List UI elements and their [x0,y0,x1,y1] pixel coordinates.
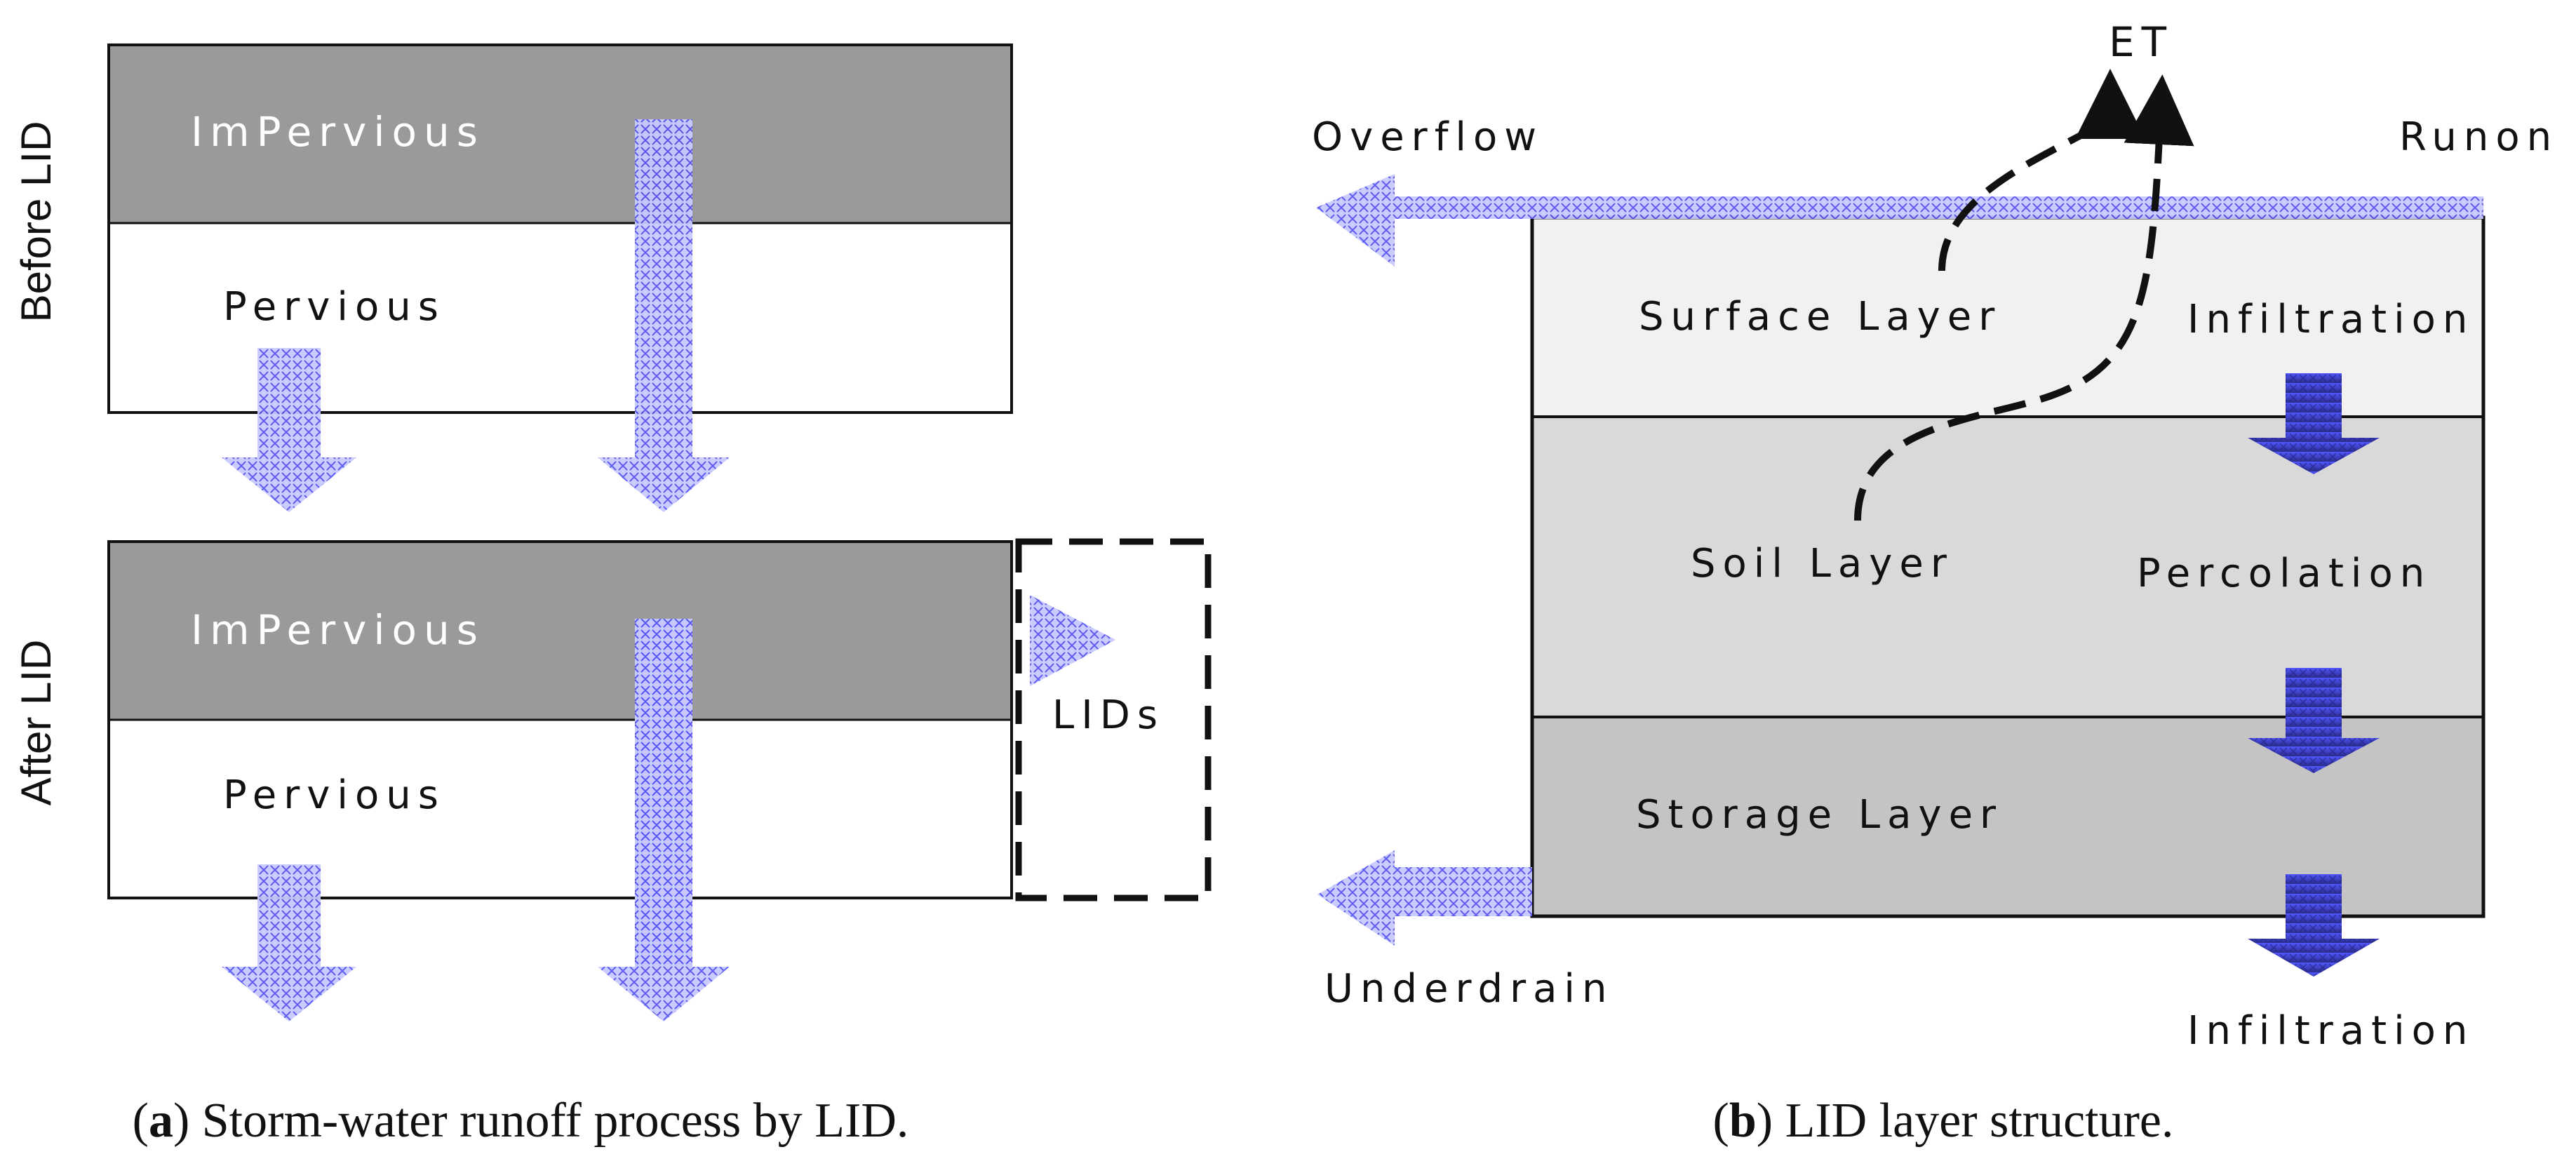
caption-a: (a) Storm-water runoff process by LID. [133,1094,909,1148]
infiltration-top-arrow [2248,373,2380,474]
infiltration-bottom-arrow [2248,874,2380,977]
et-curve-from-surface [1938,69,2145,272]
underdrain-label: Underdrain [1324,966,1614,1012]
percolation-arrow [2248,668,2380,773]
after-impervious-runoff-arrow [598,619,730,1021]
overflow-arrow [1316,174,2483,267]
before-impervious-label: ImPervious [191,108,485,156]
before-impervious-runoff-arrow [598,119,730,512]
panel-a: Before LID ImPervious Pervious After LID… [13,43,1212,1148]
underdrain-arrow [1317,850,1532,946]
percolation-label: Percolation [2137,551,2431,596]
before-lid-row-label: Before LID [13,121,60,323]
lids-dashed-box [1015,538,1212,901]
et-label: ET [2109,18,2173,66]
runon-label: Runon [2399,114,2558,160]
before-lid-block: Before LID ImPervious Pervious [13,43,1013,512]
after-lid-block: After LID ImPervious Pervious LIDs [13,538,1212,1021]
infiltration-bottom-label: Infiltration [2187,1008,2474,1054]
lids-label: LIDs [1052,692,1165,738]
before-pervious-infiltration-arrow [222,348,356,512]
et-curve-from-soil [1854,74,2194,521]
after-lid-row-label: After LID [13,640,60,806]
panel-b: ET Overflow Runon Surface Layer Infiltra… [1312,18,2558,1148]
after-pervious-label: Pervious [223,772,445,818]
infiltration-top-label: Infiltration [2187,297,2474,342]
soil-layer-label: Soil Layer [1691,541,1954,586]
overflow-label: Overflow [1312,114,1543,160]
surface-layer-label: Surface Layer [1639,294,2001,340]
before-block-outline [107,43,1013,414]
after-impervious-label: ImPervious [191,606,485,654]
caption-b: (b) LID layer structure. [1713,1094,2174,1148]
after-pervious-infiltration-arrow [222,864,356,1021]
before-impervious-area [109,45,1012,223]
before-pervious-label: Pervious [223,284,445,330]
storage-layer-label: Storage Layer [1636,792,2003,838]
after-impervious-area [109,542,1012,720]
